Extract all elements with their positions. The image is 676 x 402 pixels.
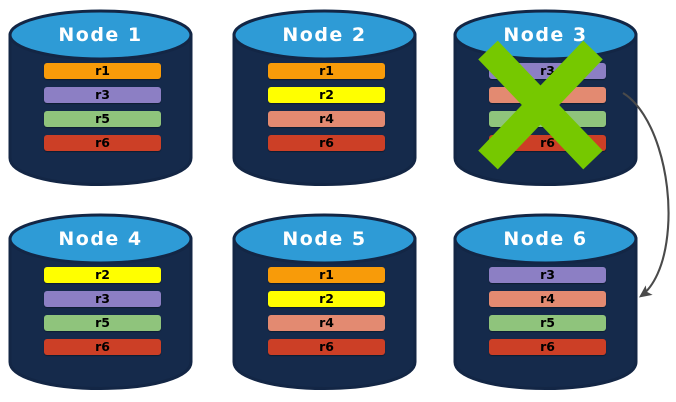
record-list: r3 r4 r5 r6 <box>489 63 606 151</box>
record-list: r1 r2 r4 r6 <box>268 267 385 355</box>
record-bar[interactable]: r5 <box>489 315 606 331</box>
record-bar[interactable]: r2 <box>44 267 161 283</box>
record-bar[interactable]: r4 <box>268 315 385 331</box>
record-bar[interactable]: r3 <box>44 87 161 103</box>
record-bar[interactable]: r6 <box>268 339 385 355</box>
record-list: r3 r4 r5 r6 <box>489 267 606 355</box>
record-bar[interactable]: r5 <box>44 111 161 127</box>
record-bar[interactable]: r5 <box>44 315 161 331</box>
record-bar[interactable]: r3 <box>489 63 606 79</box>
record-bar[interactable]: r1 <box>44 63 161 79</box>
record-list: r1 r3 r5 r6 <box>44 63 161 151</box>
record-bar[interactable]: r2 <box>268 291 385 307</box>
record-bar[interactable]: r4 <box>489 291 606 307</box>
cylinder-top <box>453 213 638 265</box>
cylinder-top <box>232 213 417 265</box>
record-list: r2 r3 r5 r6 <box>44 267 161 355</box>
cylinder-top <box>232 9 417 61</box>
record-list: r1 r2 r4 r6 <box>268 63 385 151</box>
record-bar[interactable]: r6 <box>44 339 161 355</box>
cylinder-top <box>453 9 638 61</box>
cylinder-top <box>8 213 193 265</box>
cylinder-top <box>8 9 193 61</box>
record-bar[interactable]: r4 <box>268 111 385 127</box>
record-bar[interactable]: r6 <box>268 135 385 151</box>
record-bar[interactable]: r4 <box>489 87 606 103</box>
record-bar[interactable]: r6 <box>489 339 606 355</box>
record-bar[interactable]: r6 <box>489 135 606 151</box>
record-bar[interactable]: r1 <box>268 267 385 283</box>
record-bar[interactable]: r3 <box>489 267 606 283</box>
record-bar[interactable]: r6 <box>44 135 161 151</box>
record-bar[interactable]: r5 <box>489 111 606 127</box>
record-bar[interactable]: r3 <box>44 291 161 307</box>
record-bar[interactable]: r1 <box>268 63 385 79</box>
record-bar[interactable]: r2 <box>268 87 385 103</box>
